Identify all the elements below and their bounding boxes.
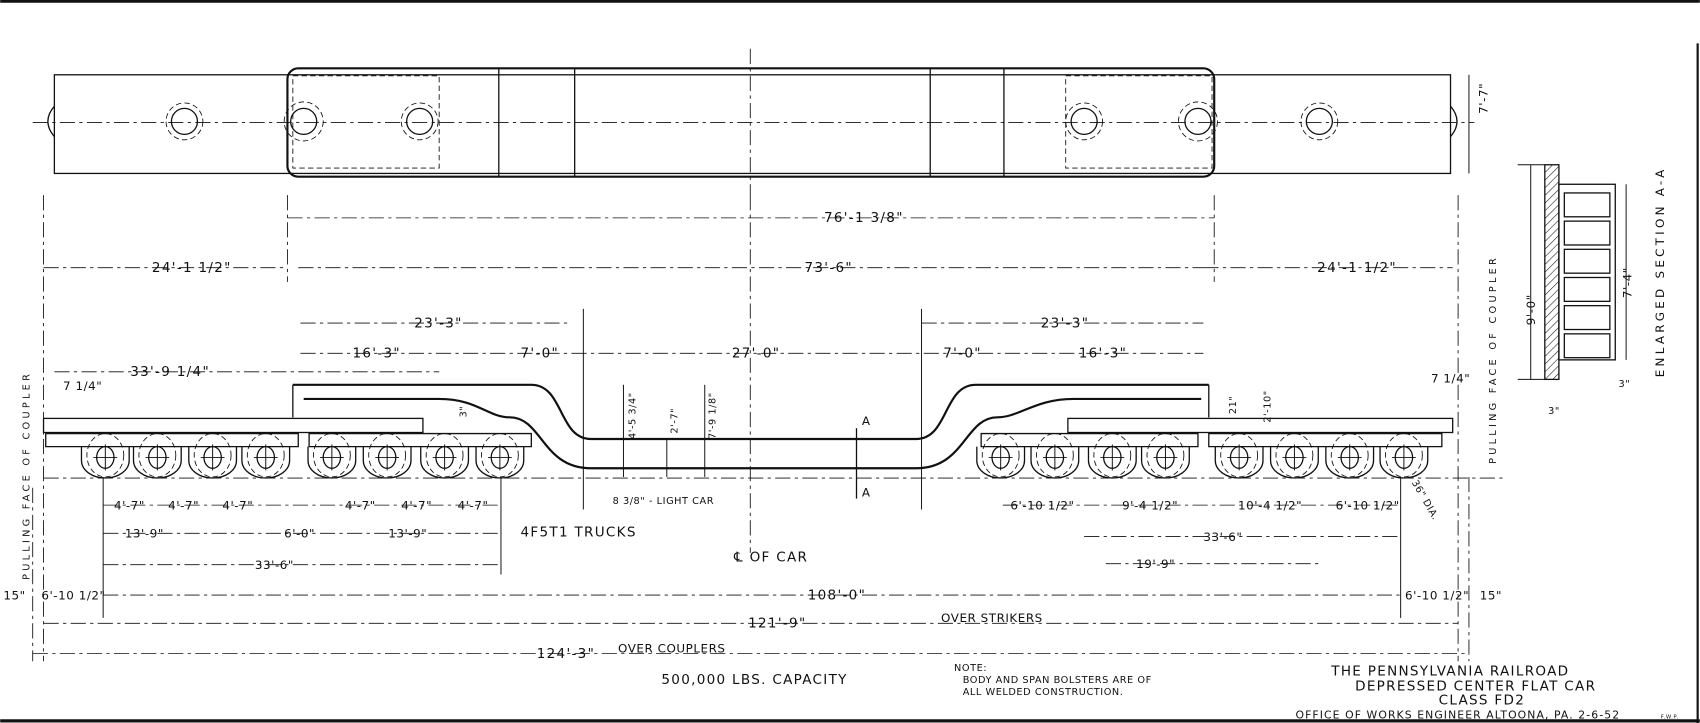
section-mark-top: A <box>862 414 871 428</box>
dimension-lines <box>32 217 1470 662</box>
dim-16-right: 16'-3" <box>1079 346 1127 362</box>
dim-3: 3" <box>458 406 469 418</box>
pulling-face-left: PULLING FACE OF COUPLER <box>21 371 32 580</box>
dim-4-5: 4'-5 3/4" <box>627 392 638 439</box>
dim-108: 108'-0" <box>808 587 866 603</box>
dim-2-7: 2'-7" <box>670 408 681 434</box>
section-cell <box>1563 333 1611 359</box>
wheel-set <box>80 433 1429 479</box>
dim-axle: 4'-7" <box>401 498 432 512</box>
dim-axle: 4'-7" <box>458 498 489 512</box>
dim-124: 124'-3" <box>537 646 595 662</box>
dim-19-9: 19'-9" <box>1136 557 1175 571</box>
dim-23-right: 23'-3" <box>1041 315 1089 331</box>
dim-7-left: 7'-0" <box>520 346 559 362</box>
dim-6-10-left: 6'-10 1/2" <box>41 588 105 602</box>
dim-76: 76'-1 3/8" <box>824 210 904 226</box>
wheel-icon <box>1030 433 1080 479</box>
dim-24-left: 24'-1 1/2" <box>152 260 232 276</box>
wheel-icon <box>1140 433 1190 479</box>
dim-33-6-right: 33'-6" <box>1203 530 1242 544</box>
dim-33-9: 33'-9 1/4" <box>130 364 210 380</box>
office-line: OFFICE OF WORKS ENGINEER ALTOONA, PA. 2-… <box>1296 709 1621 722</box>
dim-spacing: 6'-10 1/2" <box>1010 498 1074 512</box>
section-t1: 3" <box>1619 379 1631 390</box>
wheel-icon <box>1087 433 1137 479</box>
section-a-a: 9'-0" 7'-4" 3" 3" ENLARGED SECTION A-A <box>1517 164 1667 417</box>
section-cell <box>1563 248 1611 274</box>
dim-axle: 4'-7" <box>168 498 199 512</box>
section-mark-bottom: A <box>862 485 871 499</box>
wheel-icon <box>307 433 357 479</box>
dim-121: 121'-9" <box>748 616 806 632</box>
dim-13-9-b: 13'-9" <box>388 527 427 541</box>
wheel-icon <box>362 433 412 479</box>
section-inner: 7'-4" <box>1621 267 1635 298</box>
dim-7-right: 7'-0" <box>943 346 982 362</box>
wheel-icon <box>1214 433 1264 479</box>
title-line1: THE PENNSYLVANIA RAILROAD <box>1330 663 1569 679</box>
over-couplers: OVER COUPLERS <box>618 642 726 656</box>
dim-spacing: 10'-4 1/2" <box>1238 498 1302 512</box>
pulling-face-right: PULLING FACE OF COUPLER <box>1488 255 1499 464</box>
over-strikers: OVER STRIKERS <box>941 611 1043 625</box>
dim-7q-right: 7 1/4" <box>1431 372 1470 386</box>
dim-13-9-a: 13'-9" <box>125 527 164 541</box>
capacity: 500,000 LBS. CAPACITY <box>661 672 847 688</box>
dim-6-0: 6'-0" <box>284 527 315 541</box>
centerline-label: ℄ OF CAR <box>733 549 808 565</box>
section-title: ENLARGED SECTION A-A <box>1653 166 1667 377</box>
wheel-icon <box>132 433 182 479</box>
section-t2: 3" <box>1548 406 1560 417</box>
dim-23-left: 23'-3" <box>414 315 462 331</box>
dim-7-9: 7'-9 1/8" <box>708 392 719 439</box>
title-block: THE PENNSYLVANIA RAILROAD DEPRESSED CENT… <box>1296 663 1679 721</box>
wheel-icon <box>1269 433 1319 479</box>
title-line3: CLASS FD2 <box>1439 693 1526 709</box>
dim-spacing: 6'-10 1/2" <box>1336 498 1400 512</box>
center-plate-icon <box>165 101 1339 142</box>
dim-24-right: 24'-1 1/2" <box>1317 260 1397 276</box>
wheel-icon <box>188 433 238 479</box>
section-height: 9'-0" <box>1524 294 1538 325</box>
dim-6-10-right: 6'-10 1/2" <box>1405 588 1469 602</box>
note-line1: BODY AND SPAN BOLSTERS ARE OF <box>963 675 1152 686</box>
wheel-icon <box>420 433 470 479</box>
notes: 500,000 LBS. CAPACITY NOTE: BODY AND SPA… <box>661 663 1151 698</box>
initials: F.W.P. <box>1661 715 1679 721</box>
dim-15-right: 15" <box>1480 588 1502 602</box>
dim-15-left: 15" <box>3 588 25 602</box>
section-cell <box>1563 276 1611 302</box>
dim-33-6-left: 33'-6" <box>255 558 294 572</box>
dim-axle: 4'-7" <box>114 498 145 512</box>
dim-27: 27'-0" <box>732 346 780 362</box>
dim-axle: 4'-7" <box>222 498 253 512</box>
dim-16-left: 16'-3" <box>352 346 400 362</box>
dim-73: 73'-6" <box>804 260 852 276</box>
wheel-icon <box>976 433 1026 479</box>
dim-21: 21" <box>1228 396 1239 415</box>
side-view: A A <box>42 195 1507 662</box>
wheel-icon <box>1325 433 1375 479</box>
dim-7q-left: 7 1/4" <box>63 379 102 393</box>
dim-2-10: 2'-10" <box>1263 390 1274 423</box>
dim-7-7: 7'-7" <box>1476 83 1490 114</box>
wheel-icon <box>80 433 130 479</box>
dim-light-car: 8 3/8" - LIGHT CAR <box>613 496 714 507</box>
title-line2: DEPRESSED CENTER FLAT CAR <box>1355 678 1596 694</box>
note-label: NOTE: <box>954 663 987 674</box>
wheel-icon <box>475 433 525 479</box>
plan-view: 7'-7" <box>32 48 1490 196</box>
section-cell <box>1563 305 1611 331</box>
note-line2: ALL WELDED CONSTRUCTION. <box>963 687 1124 698</box>
dim-axle: 4'-7" <box>345 498 376 512</box>
section-cell <box>1563 192 1611 218</box>
dim-spacing: 9'-4 1/2" <box>1122 498 1178 512</box>
dimension-labels: 76'-1 3/8" 24'-1 1/2" 73'-6" 24'-1 1/2" … <box>3 210 1502 662</box>
wheel-icon <box>241 433 291 479</box>
section-cell <box>1563 220 1611 246</box>
wheel-icon <box>1379 433 1429 479</box>
trucks-label: 4F5T1 TRUCKS <box>520 525 636 541</box>
